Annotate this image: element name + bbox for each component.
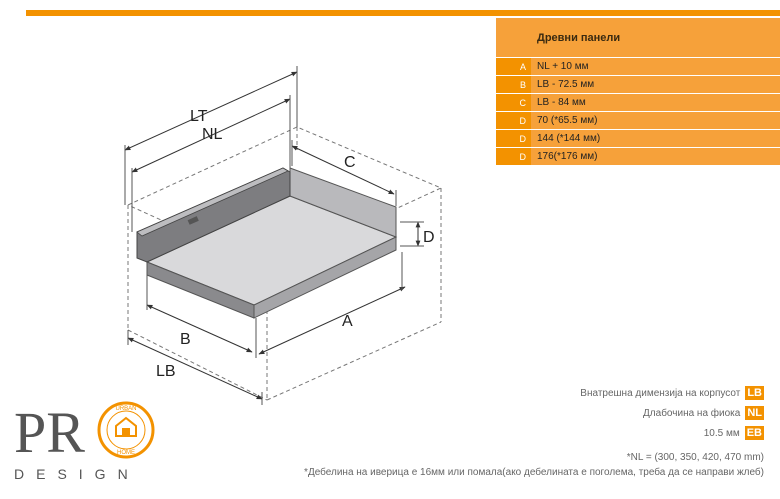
row-key: A <box>496 57 531 76</box>
row-value: 144 (*144 мм) <box>531 129 780 148</box>
drawer-body <box>136 167 398 319</box>
logo-word: DESIGN <box>14 466 140 482</box>
footnote-thickness: *Дебелина на иверица е 16мм или помала(а… <box>304 467 764 478</box>
dimension-table: Древни панели A NL + 10 мм B LB - 72.5 м… <box>496 18 780 165</box>
badge-bottom-text: HOME <box>117 450 135 456</box>
legend-tag: NL <box>745 406 764 420</box>
badge-top-text: URBAN <box>115 406 136 412</box>
logo-letters: PR <box>14 400 85 465</box>
row-key: D <box>496 147 531 165</box>
table-row: C LB - 84 мм <box>496 93 780 112</box>
row-key: B <box>496 75 531 94</box>
legend-text: Длабочина на фиока <box>643 407 741 419</box>
row-key: D <box>496 111 531 130</box>
legend-item-nl: Длабочина на фиока NL <box>643 406 764 420</box>
footnote-nl: *NL = (300, 350, 420, 470 mm) <box>626 452 764 463</box>
row-value: 70 (*65.5 мм) <box>531 111 780 130</box>
table-row: B LB - 72.5 мм <box>496 75 780 94</box>
label-lb: LB <box>156 363 176 380</box>
table-header-row: Древни панели <box>496 18 780 58</box>
row-key: C <box>496 93 531 112</box>
legend-tag: LB <box>745 386 764 400</box>
legend-text: 10.5 мм <box>703 427 740 439</box>
urban-home-badge-icon: URBAN HOME <box>97 401 155 459</box>
label-a: A <box>342 313 353 330</box>
table-row: D 144 (*144 мм) <box>496 129 780 148</box>
table-header: Древни панели <box>531 18 780 58</box>
label-lt: LT <box>190 108 208 125</box>
table-row: D 70 (*65.5 мм) <box>496 111 780 130</box>
legend-tag: EB <box>744 426 764 440</box>
pro-design-logo: PR URBAN HOME <box>14 400 155 465</box>
table-row: D 176(*176 мм) <box>496 147 780 165</box>
label-d: D <box>423 229 435 246</box>
table-header-key <box>496 18 531 58</box>
dimension-lines <box>124 66 424 405</box>
row-value: NL + 10 мм <box>531 57 780 76</box>
table-row: A NL + 10 мм <box>496 57 780 76</box>
legend-text: Внатрешна димензија на корпусот <box>580 387 741 399</box>
label-b: B <box>180 331 191 348</box>
legend-item-eb: 10.5 мм EB <box>704 426 764 440</box>
row-value: LB - 84 мм <box>531 93 780 112</box>
row-key: D <box>496 129 531 148</box>
legend-item-lb: Внатрешна димензија на корпусот LB <box>580 386 764 400</box>
row-value: LB - 72.5 мм <box>531 75 780 94</box>
label-c: C <box>344 154 356 171</box>
label-nl: NL <box>202 126 223 143</box>
row-value: 176(*176 мм) <box>531 147 780 165</box>
top-accent-bar <box>26 10 780 16</box>
